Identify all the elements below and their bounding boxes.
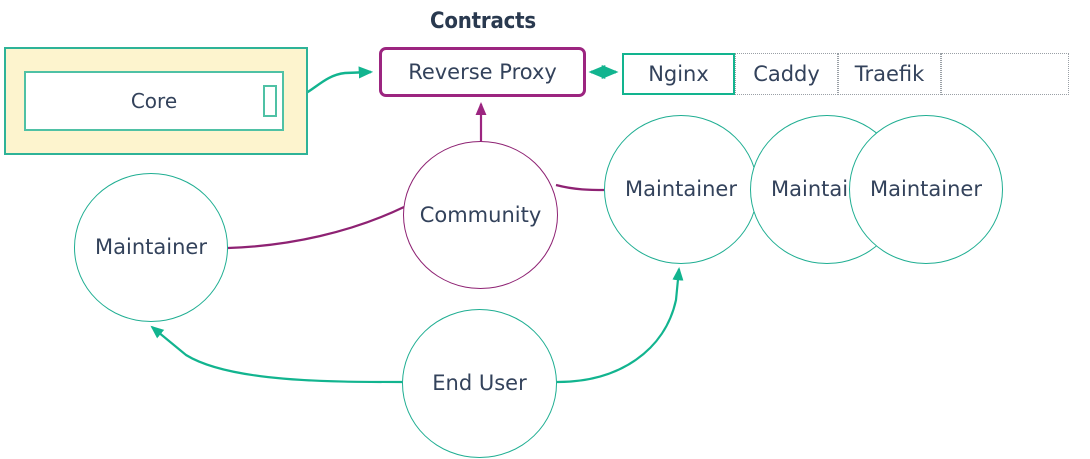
core-node[interactable]: Core xyxy=(24,71,284,131)
option-cell-nginx-label: Nginx xyxy=(648,62,709,86)
node-maintainer-left[interactable]: Maintainer xyxy=(74,173,228,322)
core-port-handle[interactable] xyxy=(263,85,277,117)
option-cell-caddy-label: Caddy xyxy=(753,62,820,86)
node-maintainer-1-label: Maintainer xyxy=(625,177,737,201)
node-community[interactable]: Community xyxy=(403,141,558,289)
option-cell-nginx[interactable]: Nginx xyxy=(622,53,735,95)
node-maintainer-3[interactable]: Maintainer xyxy=(849,115,1003,264)
node-end-user[interactable]: End User xyxy=(402,309,557,458)
reverse-proxy-label: Reverse Proxy xyxy=(408,60,557,84)
core-node-label: Core xyxy=(130,89,178,113)
option-cell-traefik[interactable]: Traefik xyxy=(838,53,941,95)
diagram-title: Contracts xyxy=(430,9,536,34)
option-cell-caddy[interactable]: Caddy xyxy=(735,53,838,95)
option-cell-traefik-label: Traefik xyxy=(854,62,925,86)
reverse-proxy-node[interactable]: Reverse Proxy xyxy=(379,47,586,97)
edge-end-user-to-maintainer-left xyxy=(150,325,403,384)
node-community-label: Community xyxy=(419,202,542,227)
node-end-user-label: End User xyxy=(432,371,527,395)
options-table: Nginx Caddy Traefik xyxy=(622,53,1069,95)
edge-end-user-to-maintainer-right xyxy=(556,267,684,384)
edge-community-to-maintainer-left xyxy=(227,206,405,250)
node-maintainer-left-label: Maintainer xyxy=(95,235,207,259)
edge-community-to-maintainer-right xyxy=(555,183,607,192)
node-maintainer-3-label: Maintainer xyxy=(870,177,982,201)
node-maintainer-1[interactable]: Maintainer xyxy=(604,115,758,264)
option-cell-empty[interactable] xyxy=(941,53,1069,95)
